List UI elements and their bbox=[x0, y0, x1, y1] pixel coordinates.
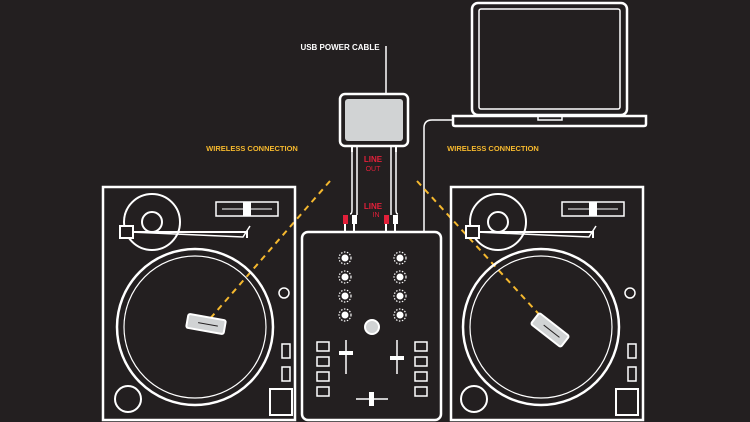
line-out-label: LINE bbox=[364, 155, 383, 164]
laptop-icon bbox=[451, 1, 648, 128]
usb-dongle-icon bbox=[185, 313, 227, 335]
wireless-line-left bbox=[207, 180, 331, 322]
turntable-icon bbox=[449, 185, 645, 422]
dj-mixer-icon bbox=[300, 230, 443, 422]
wireless-line-right bbox=[416, 180, 547, 323]
hub-mixer-cables bbox=[349, 146, 399, 215]
wireless-hub-icon bbox=[338, 92, 410, 152]
wireless-label-right: WIRELESS CONNECTION bbox=[447, 144, 539, 153]
usb-dongle-icon bbox=[530, 312, 570, 348]
line-out-sublabel: OUT bbox=[366, 166, 382, 173]
rca-connectors bbox=[343, 215, 398, 232]
line-in-sublabel: IN bbox=[373, 212, 380, 219]
laptop-mixer-cable bbox=[423, 119, 453, 232]
usb-power-cable-label: USB POWER CABLE bbox=[300, 43, 380, 52]
wireless-label-left: WIRELESS CONNECTION bbox=[206, 144, 298, 153]
master-knob bbox=[364, 319, 380, 335]
mixer-knobs bbox=[341, 254, 404, 319]
line-in-label: LINE bbox=[364, 202, 383, 211]
turntable-icon bbox=[101, 185, 297, 422]
